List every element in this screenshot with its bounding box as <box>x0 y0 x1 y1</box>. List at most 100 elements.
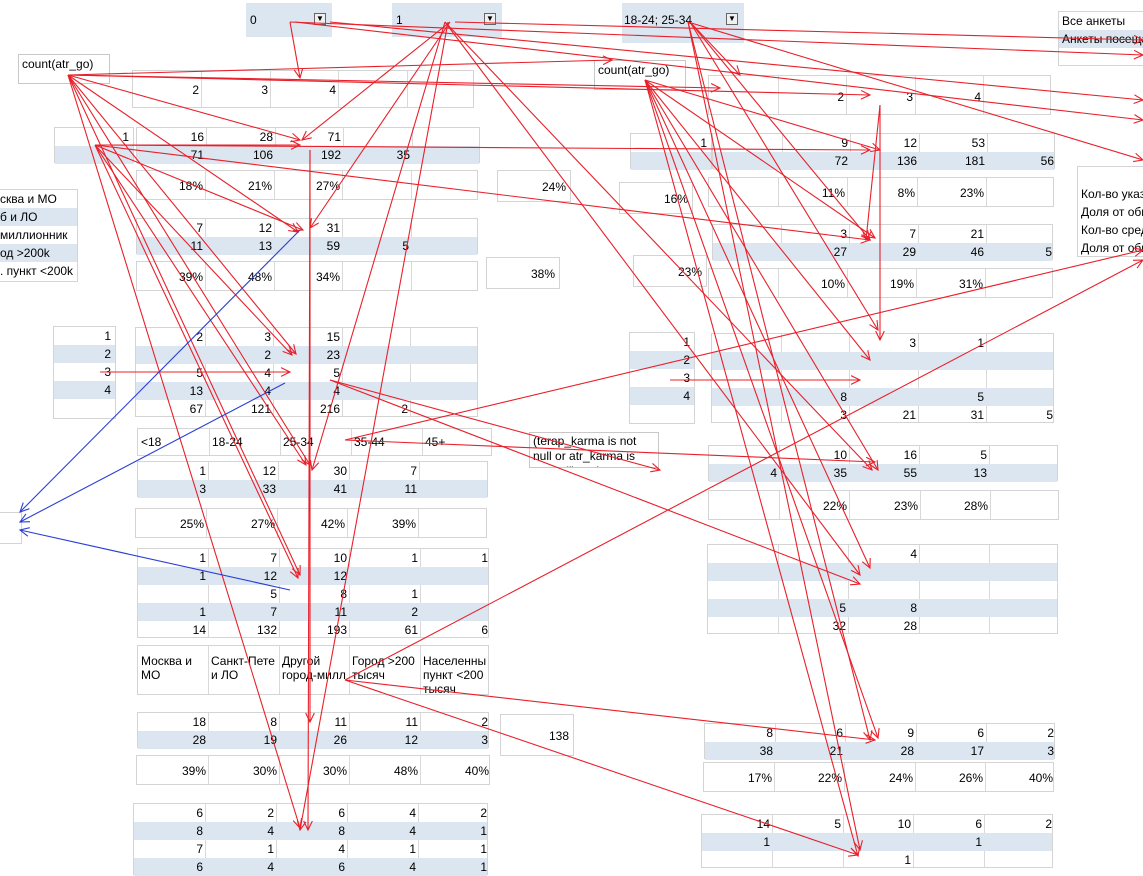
table-cell[interactable]: 28 <box>903 619 917 633</box>
table-cell[interactable] <box>781 334 849 352</box>
table-cell[interactable]: 40% <box>464 764 489 778</box>
table-cell[interactable]: 3 <box>840 408 847 422</box>
table-cell[interactable] <box>712 352 781 370</box>
table-cell[interactable] <box>709 446 779 464</box>
table-cell[interactable]: 16 <box>903 448 917 462</box>
table-cell[interactable]: 1 <box>481 551 488 565</box>
key-cell[interactable]: 4 <box>683 389 690 403</box>
table-cell[interactable]: 19% <box>889 277 914 291</box>
table-cell[interactable] <box>772 833 843 851</box>
table-cell[interactable]: 27% <box>250 517 275 531</box>
table-cell[interactable]: 59 <box>326 239 340 253</box>
all-forms-label[interactable]: Все анкеты <box>1062 14 1126 28</box>
table-cell[interactable]: 28 <box>259 130 273 144</box>
table-cell[interactable]: 2 <box>481 715 488 729</box>
table-cell[interactable]: 5 <box>333 366 340 380</box>
table-cell[interactable] <box>919 599 989 617</box>
table-cell[interactable]: 2 <box>192 83 199 97</box>
table-cell[interactable]: 31% <box>958 277 983 291</box>
table-cell[interactable]: 14 <box>192 623 206 637</box>
table-cell[interactable]: 1 <box>763 835 770 849</box>
table-cell[interactable]: 11% <box>821 186 845 200</box>
table-cell[interactable]: 11 <box>190 239 203 253</box>
table-cell[interactable]: 6 <box>977 726 984 740</box>
table-cell[interactable]: 12 <box>263 569 277 583</box>
table-cell[interactable] <box>708 545 778 563</box>
table-cell[interactable]: 6 <box>836 726 843 740</box>
table-cell[interactable] <box>343 128 412 146</box>
table-cell[interactable]: 39% <box>391 517 416 531</box>
table-cell[interactable]: 7 <box>196 842 203 856</box>
table-cell[interactable]: 4 <box>409 806 416 820</box>
table-cell[interactable] <box>713 225 781 243</box>
value-cell[interactable]: 38% <box>530 267 555 281</box>
table-cell[interactable]: 6 <box>196 860 203 874</box>
table-cell[interactable]: 1 <box>480 842 487 856</box>
table-cell[interactable] <box>985 275 1054 293</box>
table-cell[interactable]: 56 <box>1040 154 1054 168</box>
table-cell[interactable]: 4 <box>409 824 416 838</box>
key-cell[interactable] <box>630 405 694 423</box>
table-cell[interactable]: 71 <box>327 130 341 144</box>
table-cell[interactable]: 1 <box>409 842 416 856</box>
table-cell[interactable]: 23% <box>893 499 918 513</box>
table-cell[interactable]: 10% <box>820 277 845 291</box>
table-cell[interactable]: 39% <box>178 270 203 284</box>
table-cell[interactable]: 2 <box>267 806 274 820</box>
forms-visited-label[interactable]: Анкеты посеща <box>1062 32 1143 46</box>
table-cell[interactable]: 3 <box>261 83 268 97</box>
table-cell[interactable]: 5 <box>270 587 277 601</box>
table-cell[interactable] <box>919 581 989 599</box>
table-cell[interactable] <box>984 833 1054 851</box>
table-cell[interactable] <box>983 88 1052 106</box>
table-cell[interactable]: 1 <box>199 569 206 583</box>
table-cell[interactable]: 16 <box>190 130 204 144</box>
table-cell[interactable] <box>918 352 986 370</box>
table-cell[interactable]: 8 <box>270 715 277 729</box>
table-cell[interactable] <box>709 275 778 293</box>
table-cell[interactable]: 216 <box>319 402 340 416</box>
table-cell[interactable] <box>986 388 1055 406</box>
table-cell[interactable]: 25% <box>179 517 204 531</box>
table-cell[interactable]: 29 <box>902 245 916 259</box>
table-cell[interactable]: 24% <box>888 771 913 785</box>
table-cell[interactable]: 10 <box>897 817 911 831</box>
key-cell[interactable]: 2 <box>104 347 111 361</box>
table-cell[interactable] <box>138 585 208 603</box>
value-cell[interactable]: 23% <box>677 265 702 279</box>
table-cell[interactable] <box>709 184 778 202</box>
table-cell[interactable]: 12 <box>258 221 272 235</box>
table-cell[interactable]: 8 <box>766 726 773 740</box>
table-cell[interactable]: 15 <box>326 330 340 344</box>
table-cell[interactable]: 13 <box>258 239 272 253</box>
table-cell[interactable] <box>848 581 919 599</box>
table-cell[interactable]: 1 <box>904 853 911 867</box>
table-cell[interactable]: 5 <box>980 448 987 462</box>
key-cell[interactable]: 3 <box>683 371 690 385</box>
table-cell[interactable]: 5 <box>1046 408 1053 422</box>
key-cell[interactable]: 2 <box>683 353 690 367</box>
table-cell[interactable]: 35-44 <box>354 435 385 449</box>
table-cell[interactable]: 46 <box>970 245 984 259</box>
table-cell[interactable]: Москва и МО <box>141 654 193 682</box>
table-cell[interactable]: 30 <box>333 464 347 478</box>
table-cell[interactable]: 12 <box>262 464 276 478</box>
table-cell[interactable]: 2 <box>1047 726 1054 740</box>
key-cell[interactable]: 4 <box>104 383 111 397</box>
table-cell[interactable] <box>420 567 490 585</box>
table-cell[interactable]: 7 <box>196 221 203 235</box>
table-cell[interactable]: 6 <box>338 860 345 874</box>
table-cell[interactable] <box>913 851 984 869</box>
gender-dropdown[interactable]: 1 ▼ <box>392 3 502 37</box>
table-cell[interactable]: 8 <box>840 390 847 404</box>
key-cell[interactable] <box>54 399 115 417</box>
key-cell[interactable]: 1 <box>122 130 129 144</box>
key-cell[interactable] <box>631 152 711 170</box>
table-cell[interactable]: 22% <box>822 499 847 513</box>
table-cell[interactable] <box>702 851 772 869</box>
age-dropdown[interactable]: 18-24; 25-34 ▼ <box>622 3 744 43</box>
table-cell[interactable]: 8 <box>338 824 345 838</box>
table-cell[interactable]: 5 <box>196 366 203 380</box>
table-cell[interactable]: 136 <box>896 154 917 168</box>
table-cell[interactable]: 2 <box>401 402 408 416</box>
